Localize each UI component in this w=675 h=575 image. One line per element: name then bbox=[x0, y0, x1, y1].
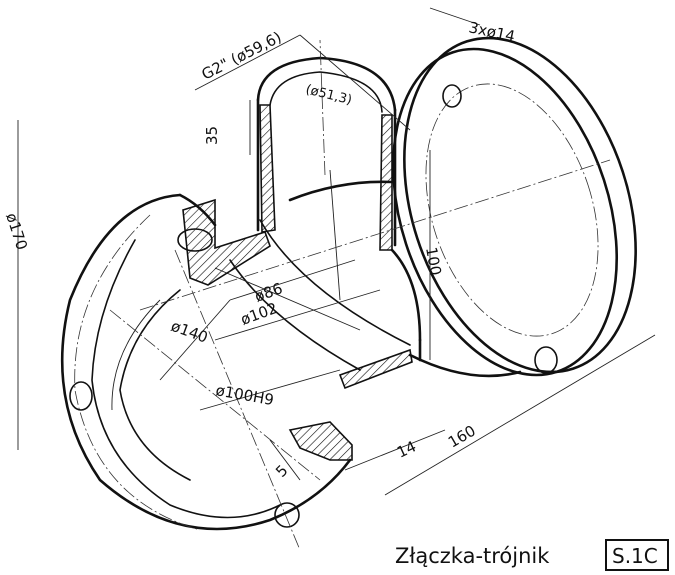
bolt-hole-left bbox=[69, 381, 93, 411]
dimension-lines bbox=[17, 7, 656, 496]
cut-bore bbox=[177, 228, 213, 252]
dim-dia-102: ø102 bbox=[238, 299, 280, 329]
dim-branch-height: 35 bbox=[203, 126, 221, 145]
section-bottom-wall bbox=[338, 348, 413, 390]
bolt-hole-right-bottom bbox=[534, 346, 558, 374]
dim-bore-small: (ø51,3) bbox=[304, 82, 353, 108]
dim-dia-140: ø140 bbox=[169, 317, 211, 347]
body bbox=[178, 169, 522, 378]
center-lines bbox=[109, 39, 611, 551]
bolt-hole-right-top bbox=[442, 84, 462, 108]
dim-dia-100h9: ø100H9 bbox=[214, 381, 275, 409]
dim-width-14: 14 bbox=[394, 437, 419, 461]
section-lower-lip bbox=[288, 421, 353, 461]
dim-holes: 3xø14 bbox=[467, 18, 516, 45]
bolt-hole-bottom bbox=[274, 502, 300, 528]
branch-pipe bbox=[256, 56, 422, 362]
dim-height-100: 100 bbox=[422, 246, 445, 277]
dim-length-160: 160 bbox=[445, 422, 479, 452]
drawing-title: Złączka-trójnik bbox=[395, 544, 550, 568]
sheet-code-frame bbox=[605, 539, 669, 571]
left-flange bbox=[60, 193, 352, 531]
dim-thread: G2" (ø59,6) bbox=[199, 28, 285, 84]
sheet-code: S.1C bbox=[612, 544, 658, 568]
dim-dia-170: ø170 bbox=[2, 211, 31, 253]
section-left-wall bbox=[182, 198, 271, 286]
right-flange bbox=[391, 36, 637, 377]
